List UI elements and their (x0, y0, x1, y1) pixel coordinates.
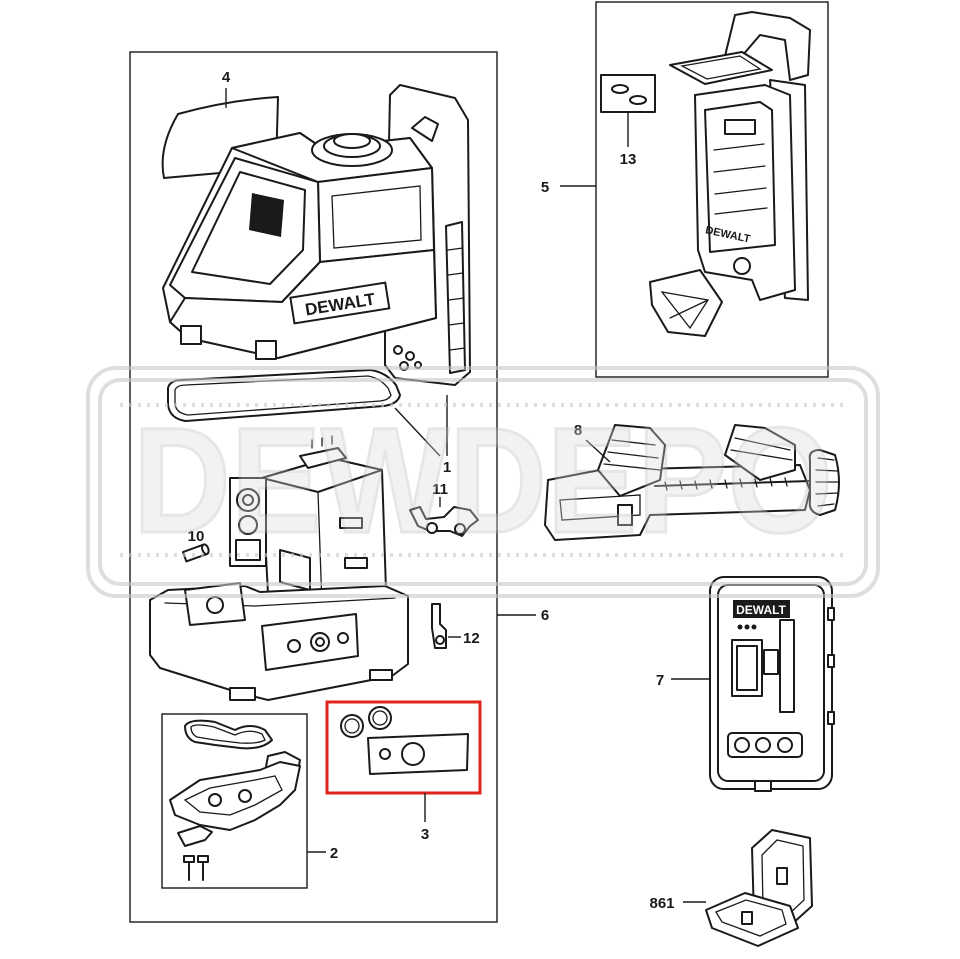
housing-logo: DEWALT (289, 281, 391, 325)
callout-1: 1 (443, 459, 451, 476)
part-1-laser-housing: DEWALT (162, 84, 471, 386)
part-2-base-kit (169, 719, 301, 881)
disc-1 (340, 714, 364, 738)
screw-left (183, 855, 195, 881)
svg-text:DEWALT: DEWALT (736, 603, 786, 617)
part-3-label-kit (340, 706, 469, 775)
callout-7: 7 (656, 672, 664, 689)
base-plate (169, 761, 301, 831)
main-assembly-frame (129, 51, 498, 923)
disc-2 (368, 706, 392, 730)
window-screen (249, 193, 284, 237)
clamp-jaw-right (724, 424, 796, 481)
housing-foot-left (180, 325, 202, 345)
button-sound (777, 737, 793, 753)
part-5-frame (595, 1, 829, 378)
watermark: DEWDEPO (86, 366, 880, 598)
watermark-text: DEWDEPO (133, 396, 833, 564)
clamp-jaw-left (597, 424, 666, 497)
callout-861: 861 (649, 895, 674, 912)
part-861-case (705, 829, 813, 947)
part-11-bracket (409, 506, 479, 537)
callout-3: 3 (421, 826, 429, 843)
button-mode (755, 737, 771, 753)
receiver-sensor-window (779, 619, 795, 713)
case-latch (776, 867, 788, 885)
base-gasket (184, 719, 273, 750)
callout-13: 13 (620, 151, 637, 168)
callout-labels: 4 1 11 10 12 6 2 3 5 13 8 7 861 (188, 69, 675, 912)
callout-8: 8 (574, 422, 582, 439)
holder-front-panel (704, 101, 776, 253)
callout-5: 5 (541, 179, 549, 196)
part-1-laser-module (229, 435, 387, 613)
callout-12: 12 (463, 630, 480, 647)
part-3-highlight-frame (325, 700, 482, 795)
base-clip (177, 825, 213, 847)
callout-4: 4 (222, 69, 231, 86)
holder-foot (649, 269, 723, 337)
part-13-sticker (600, 74, 656, 113)
button-power (734, 737, 750, 753)
callout-11: 11 (432, 481, 448, 498)
part-8-clamp (544, 424, 840, 541)
callout-2: 2 (330, 845, 338, 862)
part-2-frame (161, 713, 308, 889)
screw-right (197, 855, 209, 881)
base-housing (149, 582, 409, 701)
top-lever (411, 116, 439, 142)
part-5-holder: DEWALT (649, 11, 811, 337)
housing-foot-right (255, 340, 277, 360)
part-12-pin (431, 603, 447, 649)
callout-6: 6 (541, 607, 549, 624)
rear-bracket-slot-strip (445, 221, 466, 374)
callout-10: 10 (188, 528, 205, 545)
part-7-receiver: DEWALT (709, 576, 835, 792)
receiver-logo-plate (733, 600, 790, 618)
